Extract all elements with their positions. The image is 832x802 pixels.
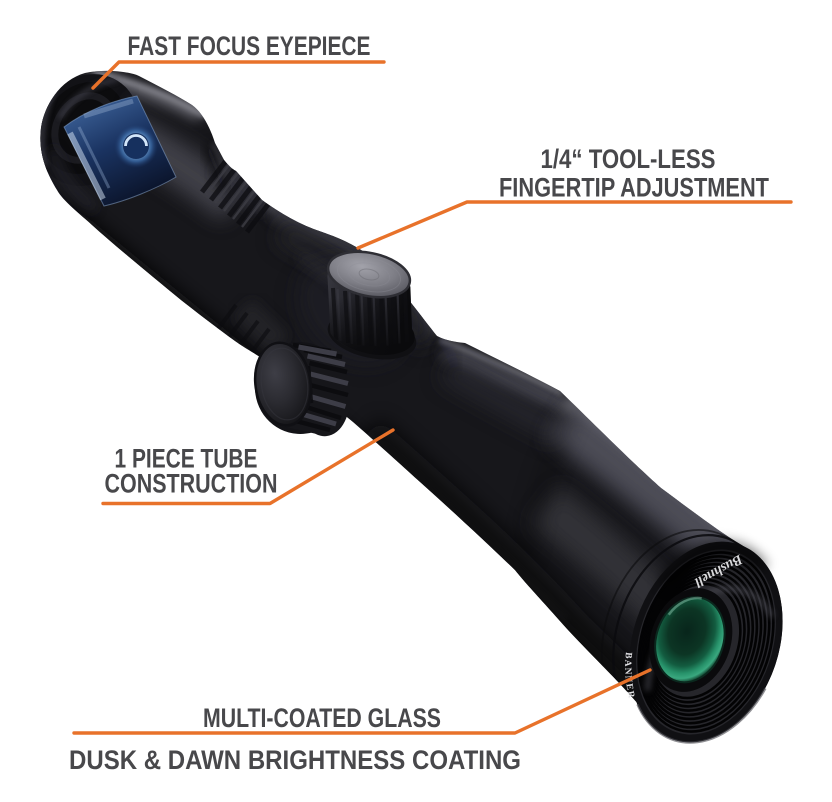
svg-text:1 PIECE TUBE: 1 PIECE TUBE — [115, 444, 258, 474]
svg-text:DUSK & DAWN BRIGHTNESS COATING: DUSK & DAWN BRIGHTNESS COATING — [69, 745, 521, 775]
svg-text:1/4“ TOOL-LESS: 1/4“ TOOL-LESS — [541, 144, 716, 174]
svg-text:BANNER: BANNER — [622, 652, 636, 700]
svg-text:CONSTRUCTION: CONSTRUCTION — [105, 469, 278, 499]
svg-text:5: 5 — [272, 185, 282, 196]
svg-text:FINGERTIP ADJUSTMENT: FINGERTIP ADJUSTMENT — [499, 173, 769, 203]
svg-text:3: 3 — [250, 169, 260, 180]
svg-text:4: 4 — [261, 177, 271, 188]
svg-text:FAST FOCUS EYEPIECE: FAST FOCUS EYEPIECE — [128, 31, 371, 61]
svg-text:MULTI-COATED GLASS: MULTI-COATED GLASS — [203, 703, 441, 733]
